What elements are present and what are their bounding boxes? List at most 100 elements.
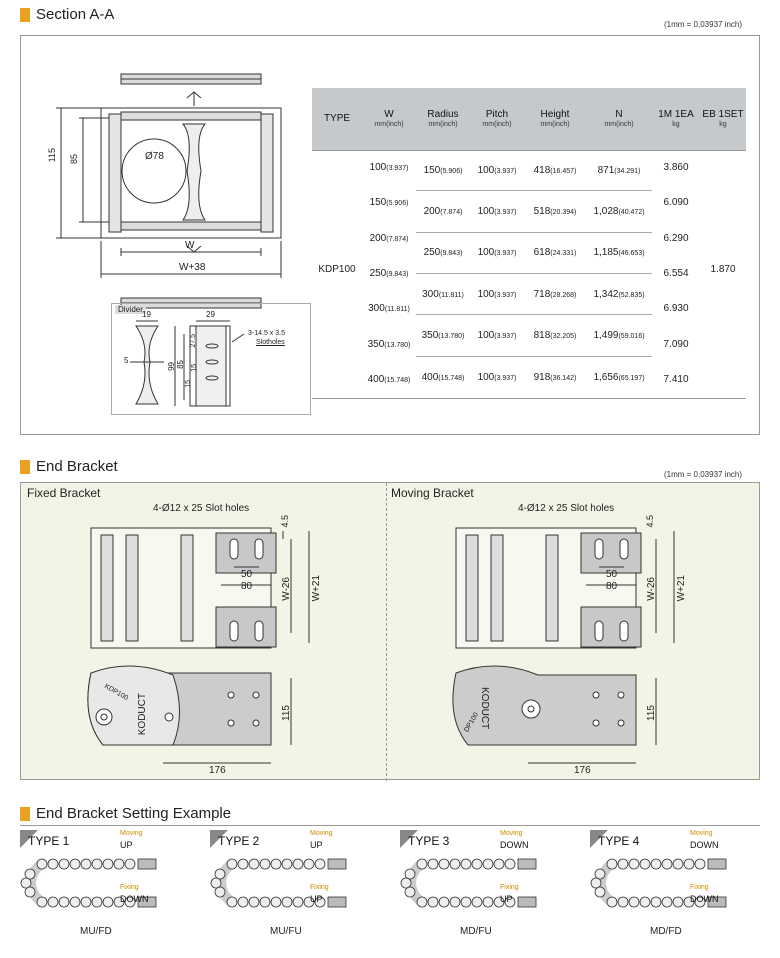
type-code: MU/FD [80,926,112,937]
cell-eb-set: 1.870 [710,264,736,275]
moving-label: Moving [120,830,143,837]
moving-dim-w21: W+21 [676,575,687,602]
type-code: MD/FD [650,926,682,937]
moving-dim-80: 80 [606,581,618,592]
moving-dim-w26: W-26 [646,577,657,601]
moving-dim-176: 176 [574,765,591,776]
chain-icon [210,858,347,908]
fixing-direction: UP [310,894,323,904]
fixing-label: Fixing [120,884,139,891]
moving-logo: KODUCT [479,687,490,730]
radius-row: 400(15.748)100(3.937)918(36.142)1,656(65… [416,357,652,398]
radius-row-cell: 418(16.457) [533,164,577,176]
fixed-dim-80: 80 [241,581,253,592]
section-a-title-text: Section A-A [36,6,115,23]
radius-row-cell: 918(36.142) [533,371,577,383]
divider-dim-19: 19 [142,310,151,319]
type-corner [20,830,38,848]
radius-row-cell: 100(3.937) [477,288,517,300]
radius-row-cell: 350(13.780) [421,329,465,341]
radius-row-cell: 871(34.291) [597,164,641,176]
radius-row: 150(5.906)100(3.937)418(16.457)871(34.29… [416,150,652,192]
divider-dim-15a: 15 [185,380,192,388]
end-bracket-title: End Bracket [20,458,118,475]
fixing-label: Fixing [310,884,329,891]
divider-dim-275: 27.5 [190,334,197,348]
fixed-bracket-drawing [87,527,310,764]
divider-dim-29: 29 [206,310,215,319]
radius-row: 250(9.843)100(3.937)618(24.331)1,185(46.… [416,233,652,274]
dim-115: 115 [47,148,57,163]
w-cell: 200(7.874) [369,232,409,244]
w-cell: 150(5.906) [369,197,409,209]
section-marker [20,459,30,474]
divider-dim-15b: 15 [191,364,198,372]
kg-cell: 6.930 [663,303,689,315]
fixed-dim-176: 176 [209,765,226,776]
setting-title: End Bracket Setting Example [20,805,231,822]
moving-slot-note: 4-Ø12 x 25 Slot holes [518,503,615,514]
kg-cell: 6.090 [663,197,689,209]
type-corner [590,830,608,848]
radius-row-cell: 300(11.811) [422,288,464,300]
radius-row-cell: 100(3.937) [477,371,517,383]
chain-icon [590,858,727,908]
radius-row: 200(7.874)100(3.937)518(20.394)1,028(40.… [416,191,652,233]
kg-cell: 7.410 [663,374,689,386]
kg-cell: 7.090 [663,338,689,350]
type-corner [210,830,228,848]
moving-dim-50: 50 [606,569,618,580]
radius-row-cell: 150(5.906) [423,164,463,176]
fixing-label: Fixing [690,884,709,891]
spec-table-body: KDP100 1.870 100(3.937) 150(5.906) 200(7.8… [312,150,746,399]
radius-row-cell: 818(32.205) [533,329,577,341]
dim-w38: W+38 [179,262,206,273]
section-marker [20,806,30,821]
moving-dim-115: 115 [646,705,657,721]
divider-dim-99: 99 [167,362,176,371]
w-cell: 100(3.937) [369,161,409,173]
radius-row-cell: 100(3.937) [477,205,517,217]
radius-row: 350(13.780)100(3.937)818(32.205)1,499(59… [416,315,652,357]
moving-bracket-label: Moving Bracket [391,486,474,500]
divider-slot-line1: 3-14.5 x 3.5 [248,330,285,337]
cell-type: KDP100 [318,264,356,275]
fixed-dim-45: 4.5 [280,515,290,528]
unit-note-a: (1mm = 0,03937 inch) [664,20,743,29]
type-label: TYPE 2 [218,834,260,848]
fixed-dim-50: 50 [241,569,253,580]
fixing-direction: DOWN [120,894,149,904]
moving-direction: UP [310,840,323,850]
moving-bracket-drawing [452,527,675,764]
radius-row-cell: 250(9.843) [423,247,463,259]
fixing-label: Fixing [500,884,519,891]
kg-cell: 3.860 [663,161,689,173]
moving-direction: DOWN [690,840,719,850]
radius-row-cell: 618(24.331) [533,247,577,259]
th-type: TYPE [312,88,362,150]
divider-slot-line2: Slotholes [256,339,285,346]
kg-cell: 6.290 [663,232,689,244]
fixing-direction: UP [500,894,513,904]
type-label: TYPE 4 [598,834,640,848]
end-bracket-panel: Fixed Bracket [20,482,760,781]
radius-row-cell: 100(3.937) [477,247,517,259]
radius-row-cell: 718(28.268) [533,288,577,300]
radius-row-cell: 1,499(59.016) [593,329,645,341]
kg-column: 3.860 6.090 6.290 6.554 6.930 7.090 7.410 [652,150,700,398]
w-cell: 400(15.748) [367,374,411,386]
kg-cell: 6.554 [663,268,689,279]
moving-direction: DOWN [500,840,529,850]
radius-row-cell: 1,656(65.197) [593,371,645,383]
w-cell: 350(13.780) [367,338,411,350]
